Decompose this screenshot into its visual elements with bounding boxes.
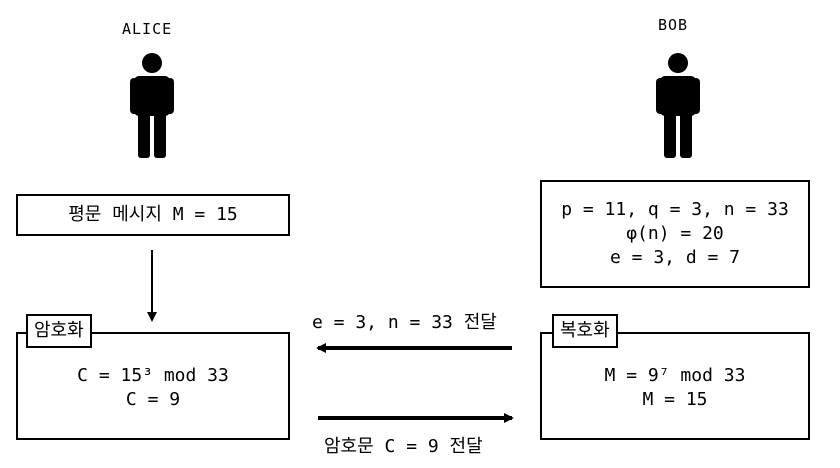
encrypt-result: C = 9 [125,389,181,410]
alice-person-icon [130,53,174,158]
encrypt-box: C = 15³ mod 33 C = 9 [16,332,290,440]
alice-label: ALICE [122,20,173,38]
decrypt-tab: 복호화 [552,314,618,348]
key-phi: φ(n) = 20 [626,223,724,244]
decrypt-box: M = 9⁷ mod 33 M = 15 [540,332,810,440]
plaintext-message: 평문 메시지 M = 15 [68,204,238,225]
key-box: p = 11, q = 3, n = 33 φ(n) = 20 e = 3, d… [540,180,810,288]
decrypt-formula: M = 9⁷ mod 33 [604,365,746,386]
encrypt-formula: C = 15³ mod 33 [77,365,229,386]
bob-person-icon [656,53,700,158]
public-key-transfer-label: e = 3, n = 33 전달 [312,312,497,333]
key-params: p = 11, q = 3, n = 33 [561,199,789,220]
ciphertext-transfer-label: 암호문 C = 9 전달 [324,436,483,457]
decrypt-result: M = 15 [642,389,708,410]
encrypt-tab: 암호화 [26,314,92,348]
plaintext-box: 평문 메시지 M = 15 [16,194,290,236]
key-exponents: e = 3, d = 7 [609,247,741,268]
bob-label: BOB [658,16,689,34]
